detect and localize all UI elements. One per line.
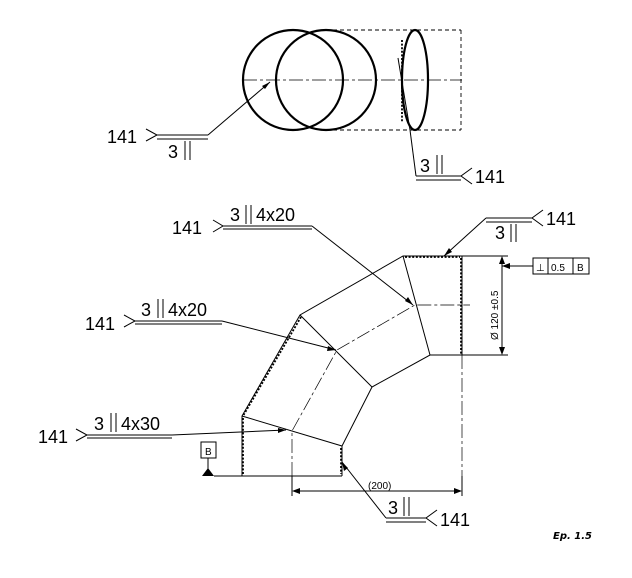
- tail-mark: [425, 509, 438, 527]
- leader-line: [207, 81, 271, 136]
- weld-process-text: 141: [475, 167, 505, 187]
- weld-symbol-elbow-mid: 141 3 4x20: [85, 299, 337, 351]
- datum-marker: B: [200, 441, 242, 477]
- weld-bead-outer-mid: [242, 316, 302, 417]
- weld-length-text: 4x30: [121, 414, 160, 434]
- weld-process-text: 141: [85, 314, 115, 334]
- leader-line: [171, 429, 287, 436]
- elbow-view: [241, 255, 470, 492]
- leader-arrow: [444, 248, 452, 256]
- weld-size-text: 3: [94, 414, 104, 434]
- tolerance-value: 0.5: [551, 263, 565, 274]
- weld-length-text: 4x20: [256, 205, 295, 225]
- weld-process-text: 141: [107, 127, 137, 147]
- leader-arrow: [342, 462, 348, 471]
- length-dimension: (200): [291, 476, 463, 496]
- frame-box: [532, 257, 590, 275]
- weld-symbol-top-left: 141 3: [107, 81, 271, 162]
- tail-mark: [145, 128, 159, 142]
- weld-process-text: 141: [172, 218, 202, 238]
- leader-arrow: [405, 297, 413, 305]
- weld-size-text: 3: [230, 205, 240, 225]
- tail-mark: [531, 209, 544, 227]
- leader-top-right: [397, 57, 411, 131]
- arrow-bottom: [499, 347, 505, 355]
- tail-mark: [75, 428, 89, 442]
- weld-size-text: 3: [495, 223, 505, 243]
- tail-mark: [123, 314, 137, 328]
- datum-text: B: [205, 447, 212, 458]
- seam-top: [402, 255, 431, 356]
- weld-symbol-elbow-low: 141 3 4x30: [38, 413, 287, 447]
- arrow-right: [454, 488, 462, 494]
- tolerance-arrow: [502, 263, 510, 269]
- tolerance-datum: B: [577, 263, 584, 274]
- weld-process-text: 141: [38, 427, 68, 447]
- diameter-dimension: Ø 120 ±0.5: [462, 255, 508, 356]
- caption: Ep. 1.5: [553, 531, 592, 542]
- leader-line: [221, 320, 337, 351]
- elbow-outer-contour: [241, 255, 463, 476]
- seam-low: [241, 415, 343, 447]
- top-view: [241, 28, 462, 132]
- leader-arrow: [262, 82, 270, 89]
- length-text: (200): [368, 481, 391, 492]
- weld-symbol-bottom: 3 141: [341, 461, 470, 530]
- leader-line: [443, 217, 487, 257]
- seam-mid: [299, 314, 373, 388]
- arrow-left: [292, 488, 300, 494]
- diameter-text: Ø 120 ±0.5: [490, 290, 501, 340]
- leader-line: [311, 225, 414, 306]
- leader-line: [409, 129, 417, 177]
- perpendicularity-icon: ⊥: [536, 263, 545, 274]
- weld-process-text: 141: [546, 209, 576, 229]
- weld-size-text: 3: [388, 498, 398, 518]
- leader-line: [341, 461, 387, 519]
- leader-arrow: [278, 428, 286, 433]
- weld-size-text: 3: [420, 156, 430, 176]
- weld-symbol-elbow-top: 141 3 4x20: [172, 205, 414, 306]
- weld-size-text: 3: [141, 300, 151, 320]
- arrow-top: [499, 256, 505, 264]
- elbow-centerline: [291, 304, 470, 476]
- tail-mark: [460, 167, 473, 185]
- weld-process-text: 141: [440, 510, 470, 530]
- elbow-inner-contour: [341, 354, 462, 476]
- leader-arrow: [327, 346, 336, 351]
- weld-size-text: 3: [168, 142, 178, 162]
- weld-length-text: 4x20: [168, 300, 207, 320]
- datum-triangle-icon: [202, 468, 214, 476]
- tail-mark: [212, 219, 224, 233]
- weld-symbol-elbow-right: 3 141: [443, 209, 576, 257]
- tolerance-frame: ⊥ 0.5 B: [502, 257, 590, 275]
- weld-symbol-top-right: 3 141: [409, 129, 505, 187]
